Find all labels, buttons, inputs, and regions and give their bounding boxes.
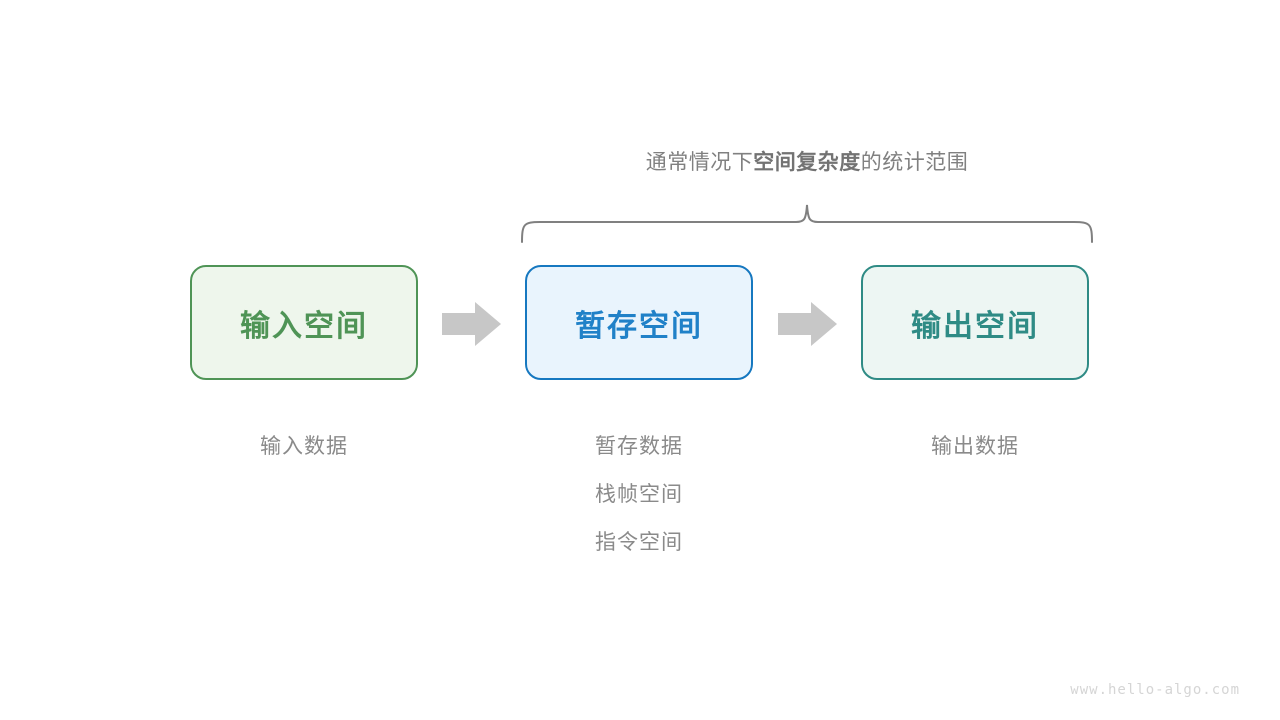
brace-caption-prefix: 通常情况下 [645, 151, 754, 174]
arrow-right-icon [442, 302, 501, 346]
space-box-temp-label: 暂存空间 [575, 309, 703, 343]
caption-group-input: 输入数据 [190, 423, 418, 471]
space-box-input: 输入空间 [190, 265, 418, 380]
caption-line: 栈帧空间 [595, 483, 683, 506]
space-box-output: 输出空间 [861, 265, 1089, 380]
brace-caption-emphasis: 空间复杂度 [753, 151, 861, 174]
caption-line: 输入数据 [260, 435, 348, 458]
space-box-temp: 暂存空间 [525, 265, 753, 380]
brace-caption-suffix: 的统计范围 [860, 151, 969, 174]
caption-line: 暂存数据 [595, 435, 683, 458]
curly-brace-icon [521, 204, 1093, 243]
arrow-right-icon [778, 302, 837, 346]
space-box-input-label: 输入空间 [240, 309, 368, 343]
brace-caption: 通常情况下空间复杂度的统计范围 [0, 146, 1280, 176]
caption-group-temp: 暂存数据 栈帧空间 指令空间 [525, 423, 753, 567]
watermark: www.hello-algo.com [1070, 682, 1240, 698]
caption-line: 输出数据 [931, 435, 1019, 458]
space-box-output-label: 输出空间 [911, 309, 1039, 343]
caption-group-output: 输出数据 [861, 423, 1089, 471]
caption-line: 指令空间 [595, 531, 683, 554]
